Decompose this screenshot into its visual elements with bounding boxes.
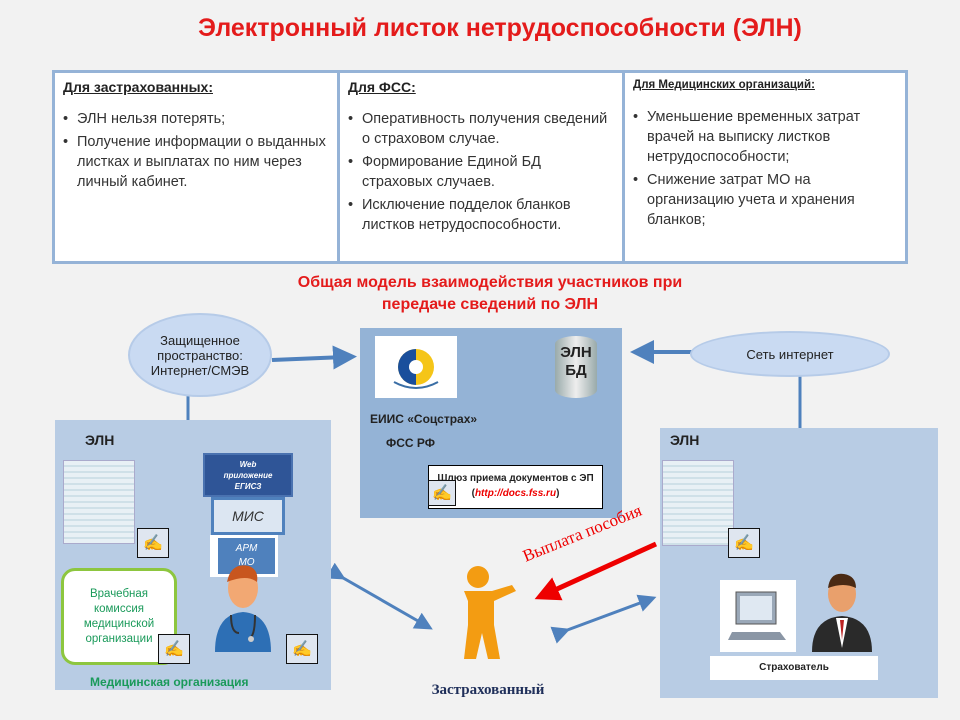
cloud-internet: Сеть интернет — [692, 333, 888, 375]
list-item: Оперативность получения сведений о страх… — [348, 109, 614, 149]
list-item: Снижение затрат МО на организацию учета … — [633, 170, 897, 230]
diagram-subtitle: Общая модель взаимодействия участников п… — [240, 272, 740, 316]
column-heading: Для Медицинских организаций: — [633, 79, 815, 91]
list-item: ЭЛН нельзя потерять; — [63, 109, 329, 129]
computer-icon — [720, 580, 796, 652]
list-item: Уменьшение временных затрат врачей на вы… — [633, 107, 897, 167]
list-item: Получение информации о выданных листках … — [63, 132, 329, 192]
eln-label: ЭЛН — [670, 432, 700, 448]
signature-stamp-icon: ✍ — [286, 634, 318, 664]
web-label: ЕГИСЗ — [234, 482, 262, 491]
doctor-icon — [215, 565, 271, 652]
sick-leave-form-image — [63, 460, 135, 544]
column-heading: Для ФСС: — [348, 79, 416, 95]
signature-stamp-icon: ✍ — [728, 528, 760, 558]
list-item: Формирование Единой БД страховых случаев… — [348, 152, 614, 192]
gateway-link[interactable]: http://docs.fss.ru — [474, 488, 557, 499]
arm-label: МО — [238, 557, 255, 568]
gateway-box: Шлюз приема документов с ЭП (http://docs… — [428, 465, 603, 509]
sick-leave-form-image — [662, 460, 734, 546]
insured-label: Застрахованный — [431, 682, 545, 698]
slide-title: Электронный листок нетрудоспособности (Э… — [198, 14, 802, 42]
column-heading: Для застрахованных: — [63, 79, 213, 95]
arrow-payment — [534, 541, 658, 601]
medical-commission-box: Врачебная комиссия медицинской организац… — [61, 568, 177, 665]
db-label: ЭЛН — [560, 344, 592, 361]
column-fss: Для ФСС: Оперативность получения сведени… — [340, 73, 625, 261]
subtitle-line: Общая модель взаимодействия участников п… — [297, 274, 683, 291]
signature-stamp-icon: ✍ — [158, 634, 190, 664]
column-insured: Для застрахованных: ЭЛН нельзя потерять;… — [55, 73, 340, 261]
fss-logo — [375, 336, 457, 398]
signature-stamp-icon: ✍ — [137, 528, 169, 558]
column-medical: Для Медицинских организаций: Уменьшение … — [625, 73, 905, 261]
signature-stamp-icon: ✍ — [428, 480, 456, 506]
db-label: БД — [565, 362, 587, 379]
subtitle-line: передаче сведений по ЭЛН — [381, 296, 599, 313]
employer-label: Страхователь — [710, 656, 878, 680]
gateway-label: Шлюз приема документов с ЭП — [437, 473, 594, 484]
list-item: Исключение подделок бланков листков нетр… — [348, 195, 614, 235]
arm-mo-block: АРМ МО — [210, 535, 278, 577]
eln-label: ЭЛН — [85, 432, 115, 448]
employer-person-icon — [812, 573, 872, 652]
fss-system-name: ЕИИС «Соцстрах» — [370, 412, 478, 426]
web-label: приложение — [223, 471, 273, 480]
mis-block: МИС — [211, 497, 285, 535]
employer-block: ЭЛН ✍ Страхователь — [660, 428, 938, 698]
arrow-insured-employer — [550, 594, 657, 644]
cloud-secure-network: Защищенное пространство: Интернет/СМЭВ — [130, 315, 270, 395]
arm-label: АРМ — [235, 543, 258, 554]
arrow-med-insured — [325, 562, 433, 630]
web-label: Web — [239, 460, 257, 469]
insured-person-icon — [464, 566, 516, 659]
medical-organization-label: Медицинская организация — [90, 675, 249, 689]
fss-name: ФСС РФ — [386, 436, 435, 450]
benefits-table: Для застрахованных: ЭЛН нельзя потерять;… — [52, 70, 908, 264]
arrow-cloud-to-fss — [271, 345, 357, 370]
